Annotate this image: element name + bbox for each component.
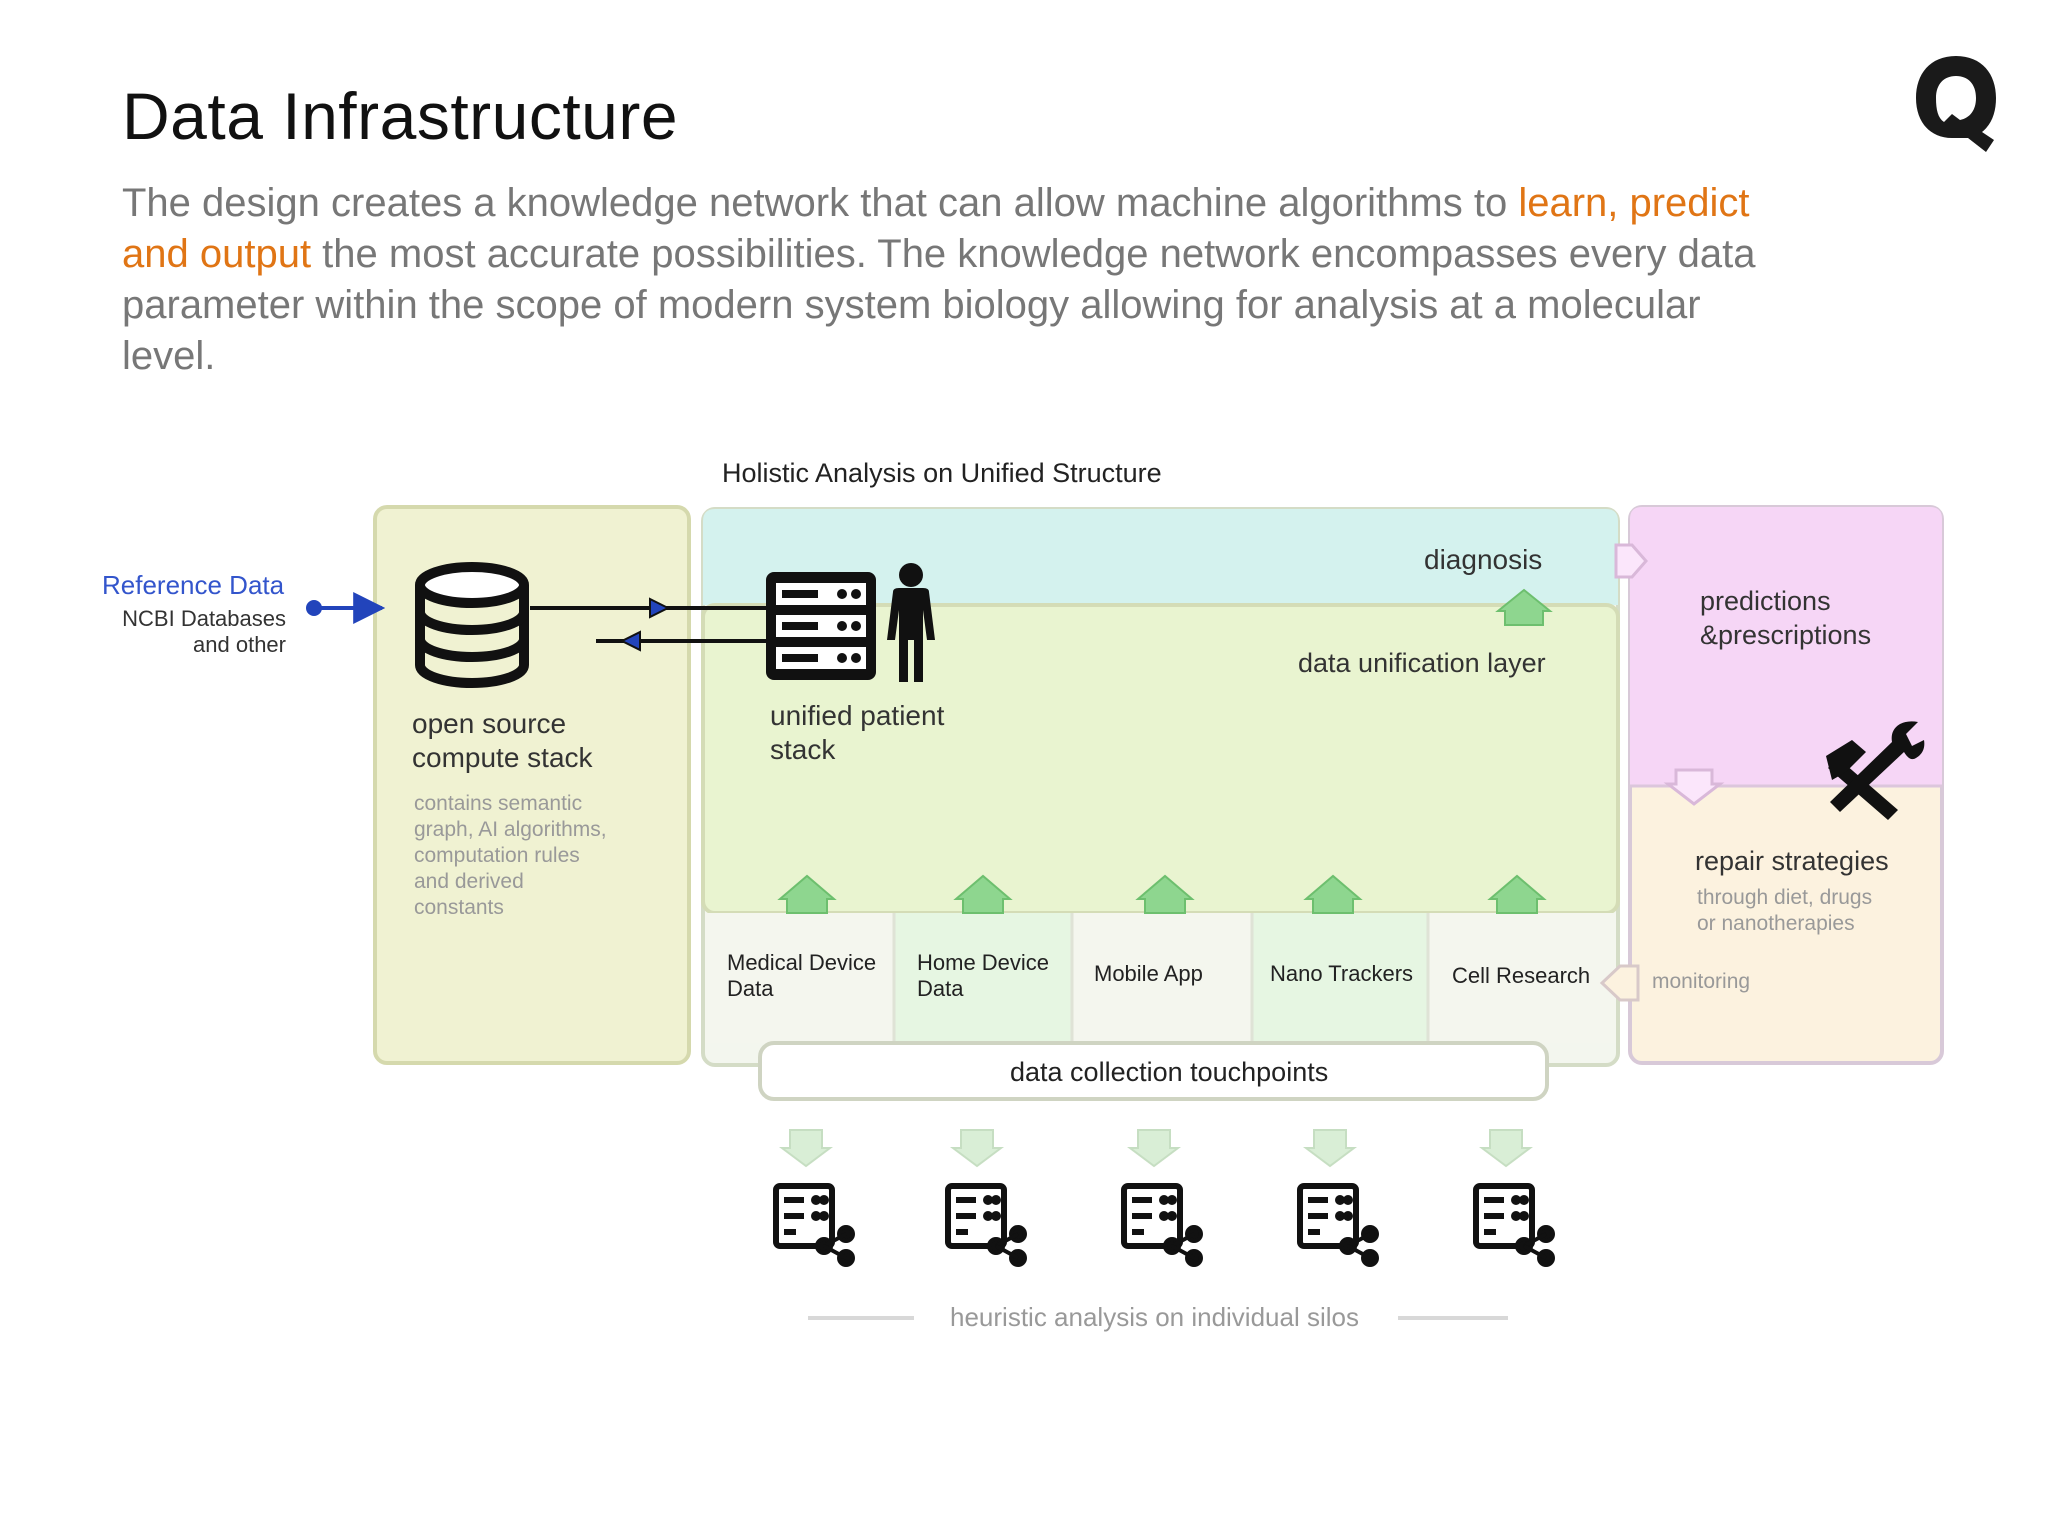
intro-text-end: the most accurate possibilities. The kno…	[122, 232, 1756, 378]
patient-stack-line1: unified patient	[770, 700, 945, 731]
server-rack-icon	[766, 572, 876, 680]
silo-icons	[773, 1183, 1555, 1267]
compute-desc-line5: constants	[414, 896, 504, 919]
diagnosis-label: diagnosis	[1424, 544, 1543, 575]
holistic-analysis-label: Holistic Analysis on Unified Structure	[722, 458, 1162, 488]
unification-layer-label: data unification layer	[1298, 648, 1546, 678]
compute-desc-line1: contains semantic	[414, 792, 583, 815]
touchpoints-pill	[758, 1041, 1549, 1101]
source-column-nano	[1253, 913, 1427, 1043]
source-label-line1: Mobile App	[1094, 961, 1203, 986]
compute-title-line1: open source	[412, 708, 567, 739]
tools-icon	[1826, 721, 1925, 820]
predictions-label-line2: &prescriptions	[1700, 620, 1872, 650]
silo-server-share-icon	[1297, 1183, 1379, 1267]
diagnosis-to-predictions-arrow	[1614, 543, 1648, 579]
predictions-band	[1630, 507, 1942, 786]
brand-logo-icon	[1916, 56, 1996, 152]
unification-up-arrow	[1495, 588, 1553, 626]
source-column-mobile	[1073, 913, 1251, 1043]
compute-title-line2: compute stack	[412, 742, 593, 773]
compute-desc-line2: graph, AI algorithms,	[414, 818, 607, 841]
source-label-line2: Data	[727, 976, 774, 1001]
silo-server-share-icon	[1473, 1183, 1555, 1267]
source-column-cell	[1429, 913, 1616, 1043]
person-icon	[887, 563, 935, 682]
repair-desc-line2: or nanotherapies	[1697, 912, 1855, 935]
compute-desc-line4: and derived	[414, 870, 524, 893]
database-icon	[415, 562, 529, 688]
intro-text-start: The design creates a knowledge network t…	[122, 181, 1519, 225]
source-label-line1: Home Device	[917, 950, 1050, 975]
silos-caption: heuristic analysis on individual silos	[950, 1302, 1359, 1332]
predictions-to-repair-arrow	[1663, 768, 1725, 806]
intro-paragraph: The design creates a knowledge network t…	[122, 178, 1762, 382]
repair-strategies-label: repair strategies	[1695, 846, 1889, 876]
monitoring-label: monitoring	[1652, 970, 1751, 993]
reference-sub1-label: NCBI Databases	[122, 606, 286, 631]
repair-desc-line1: through diet, drugs	[1697, 886, 1873, 909]
source-label-line1: Cell Research	[1452, 963, 1591, 988]
monitoring-arrow	[1599, 964, 1640, 1002]
silo-down-arrows	[779, 1129, 1533, 1168]
silo-server-share-icon	[773, 1183, 855, 1267]
patient-stack-line2: stack	[770, 734, 836, 765]
diagnosis-band	[703, 509, 1618, 605]
silo-server-share-icon	[945, 1183, 1027, 1267]
compute-desc-line3: computation rules	[414, 844, 580, 867]
source-up-arrows	[777, 874, 1547, 914]
compute-stack-box	[373, 505, 691, 1065]
source-label-line1: Nano Trackers	[1270, 961, 1414, 986]
source-column-home	[895, 913, 1071, 1043]
page-title: Data Infrastructure	[122, 79, 679, 153]
reference-data-label: Reference Data	[102, 570, 285, 600]
reference-sub2-label: and other	[193, 632, 286, 657]
silo-server-share-icon	[1121, 1183, 1203, 1267]
intro-highlight: learn, predict and output	[122, 181, 1750, 276]
source-label-line2: Data	[917, 976, 964, 1001]
source-label-line1: Medical Device	[727, 950, 877, 975]
predictions-label-line1: predictions	[1700, 586, 1831, 616]
source-column-medical	[705, 913, 893, 1043]
touchpoints-label: data collection touchpoints	[1010, 1057, 1329, 1087]
